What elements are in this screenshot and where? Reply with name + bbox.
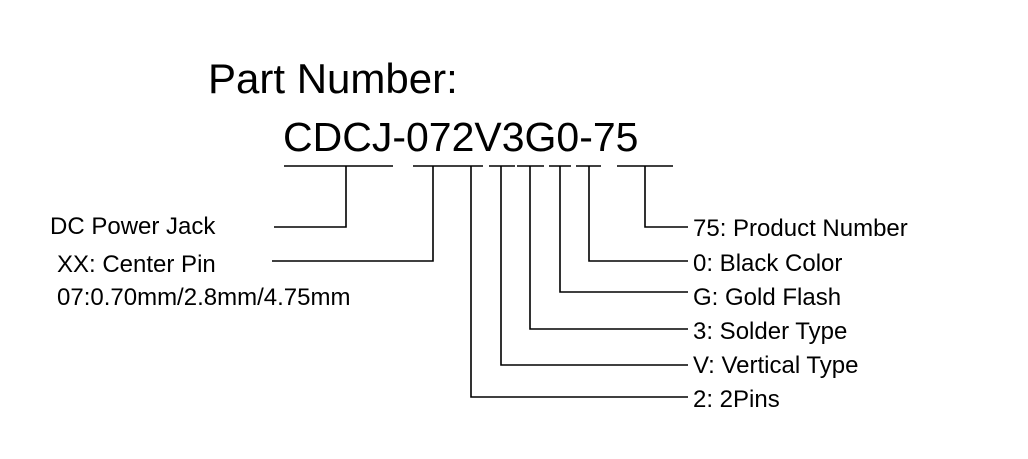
leader-product-number bbox=[644, 166, 688, 228]
label-product-number: 75: Product Number bbox=[693, 215, 908, 242]
label-2pins: 2: 2Pins bbox=[693, 386, 780, 413]
leader-solder-type bbox=[529, 166, 688, 330]
leader-dc-power-jack bbox=[274, 166, 347, 228]
part-number-code: CDCJ-072V3G0-75 bbox=[283, 114, 639, 160]
label-gold-flash: G: Gold Flash bbox=[693, 284, 841, 311]
label-solder-type: 3: Solder Type bbox=[693, 318, 847, 345]
label-dc-power-jack: DC Power Jack bbox=[50, 213, 216, 240]
leader-2pins bbox=[470, 166, 688, 398]
diagram-title: Part Number: bbox=[208, 55, 458, 102]
label-center-pin-options: 07:0.70mm/2.8mm/4.75mm bbox=[57, 284, 350, 311]
label-center-pin: XX: Center Pin bbox=[57, 251, 216, 278]
leader-black-color bbox=[588, 166, 688, 262]
leader-center-pin bbox=[272, 166, 434, 262]
label-black-color: 0: Black Color bbox=[693, 250, 842, 277]
label-vertical-type: V: Vertical Type bbox=[693, 352, 858, 379]
leader-lines bbox=[272, 166, 688, 398]
leader-gold-flash bbox=[559, 166, 688, 293]
leader-vertical-type bbox=[500, 166, 688, 366]
